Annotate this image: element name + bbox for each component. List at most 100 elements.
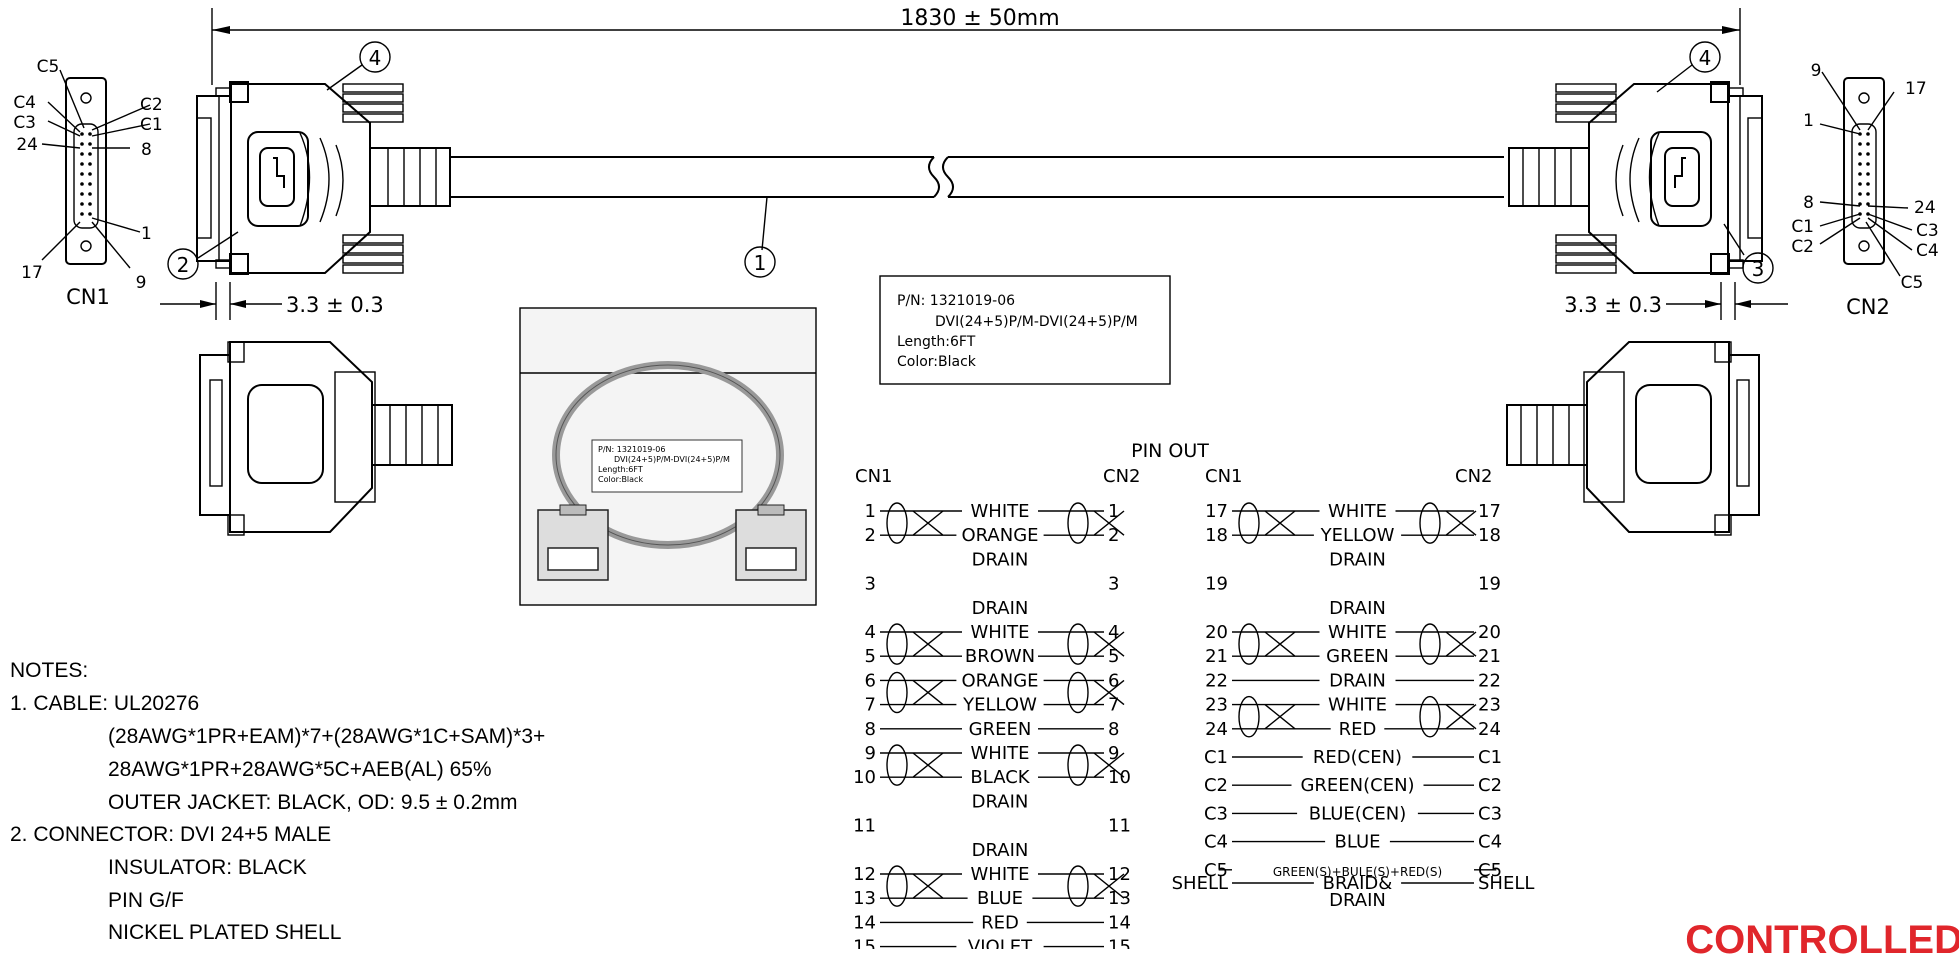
pin-left-number: 20 [1205, 622, 1228, 643]
svg-text:17: 17 [21, 263, 43, 283]
svg-text:Length:6FT: Length:6FT [897, 334, 976, 350]
twist-cross [912, 679, 944, 706]
pin-left-number: C4 [1204, 832, 1228, 853]
left-gap-label: 3.3 ± 0.3 [286, 293, 384, 317]
right-gap-dimension: 3.3 ± 0.3 [1564, 282, 1788, 320]
pinout-row: C4 BLUE C4 [1204, 832, 1502, 853]
wire-color-label: WHITE [970, 622, 1029, 643]
twist-cross [1093, 510, 1125, 536]
cn1-face-view: C5 C4 C2 C3 C1 24 8 1 17 9 CN1 [13, 57, 162, 309]
twist-cross [1445, 631, 1477, 657]
pin-left-number: 23 [1205, 695, 1228, 716]
wire-color-label: DRAIN [972, 549, 1029, 570]
cn2-face-view: 9 17 1 8 24 C1 C3 C2 C4 C5 CN2 [1791, 61, 1938, 319]
svg-text:24: 24 [16, 135, 38, 155]
svg-text:CN2: CN2 [1103, 466, 1141, 487]
notes-line-7: PIN G/F [108, 889, 184, 912]
notes-heading: NOTES: [10, 659, 89, 682]
svg-text:Color:Black: Color:Black [598, 475, 643, 484]
svg-text:3: 3 [1752, 257, 1765, 281]
product-photo: P/N: 1321019-06 DVI(24+5)P/M-DVI(24+5)P/… [519, 307, 817, 606]
wire-color-label: YELLOW [962, 695, 1037, 716]
wire-color-label: DRAIN [972, 840, 1029, 861]
twist-loop [1067, 623, 1089, 665]
twist-loop [886, 623, 908, 665]
pin-left-number: 2 [865, 525, 876, 546]
pin-left-number: 17 [1205, 501, 1228, 522]
svg-text:24: 24 [1914, 198, 1936, 218]
wire-color-label: DRAIN [1329, 549, 1386, 570]
pin-left-number: 1 [865, 501, 876, 522]
pin-left-number: 8 [865, 719, 876, 740]
svg-text:C4: C4 [1916, 241, 1939, 261]
twist-markers [886, 502, 1477, 907]
svg-text:8: 8 [141, 140, 152, 160]
pin-right-number: 2 [1108, 525, 1119, 546]
twist-loop [1238, 695, 1260, 738]
svg-text:CN1: CN1 [1205, 466, 1243, 487]
pin-right-number: C2 [1478, 775, 1502, 796]
twist-cross [912, 873, 944, 899]
notes-line-8: NICKEL PLATED SHELL [108, 921, 342, 944]
svg-text:CN2: CN2 [1455, 466, 1493, 487]
callout-1: 1 [744, 196, 776, 278]
pinout-title: PIN OUT [1131, 440, 1209, 462]
pin-right-number: 24 [1478, 719, 1501, 740]
svg-text:C2: C2 [1791, 237, 1814, 257]
wire-color-label: RED [981, 912, 1019, 933]
wire-color-label: WHITE [1328, 695, 1387, 716]
pin-left-number: 12 [853, 864, 876, 885]
pin-right-number: 21 [1478, 646, 1501, 667]
svg-text:Length:6FT: Length:6FT [598, 465, 643, 474]
svg-text:P/N: 1321019-06: P/N: 1321019-06 [598, 445, 665, 454]
pin-left-number: 19 [1205, 574, 1228, 595]
cn2-label: CN2 [1846, 295, 1890, 319]
wire-color-label: RED(CEN) [1313, 747, 1402, 768]
pin-right-number: C4 [1478, 832, 1502, 853]
pin-left-number: SHELL [1172, 873, 1228, 894]
pin-left-number: C1 [1204, 747, 1228, 768]
svg-text:C1: C1 [140, 115, 163, 135]
pin-right-number: 5 [1108, 646, 1119, 667]
pinout-row: DRAIN [1329, 598, 1386, 619]
twist-cross [1093, 873, 1125, 899]
left-grip-ribs [342, 83, 404, 274]
svg-text:CN1: CN1 [855, 466, 893, 487]
svg-text:17: 17 [1905, 79, 1927, 99]
cable-body [450, 156, 1504, 198]
pin-left-number: 15 [853, 937, 876, 949]
svg-text:2: 2 [177, 253, 190, 277]
wire-color-label: DRAIN [1329, 598, 1386, 619]
pin-right-number: 7 [1108, 695, 1119, 716]
pin-left-number: 24 [1205, 719, 1228, 740]
right-connector-top [1508, 81, 1763, 275]
length-dimension-label: 1830 ± 50mm [900, 6, 1059, 31]
twist-loop [1067, 744, 1089, 786]
pinout-row: DRAIN [972, 549, 1029, 570]
svg-text:C1: C1 [1791, 217, 1814, 237]
pin-right-number: 13 [1108, 888, 1131, 909]
wire-color-label: BLUE [1334, 832, 1380, 853]
pin-left-number: 6 [865, 670, 876, 691]
pin-right-number: SHELL [1478, 873, 1534, 894]
pinout-row: DRAIN [972, 598, 1029, 619]
wire-color-label: WHITE [1328, 501, 1387, 522]
pin-left-number: 18 [1205, 525, 1228, 546]
twist-cross [1093, 679, 1125, 706]
notes-line-3: 28AWG*1PR+28AWG*5C+AEB(AL) 65% [108, 758, 492, 781]
pin-left-number: 21 [1205, 646, 1228, 667]
wire-color-label: WHITE [970, 743, 1029, 764]
photo-connector-right [735, 504, 807, 581]
